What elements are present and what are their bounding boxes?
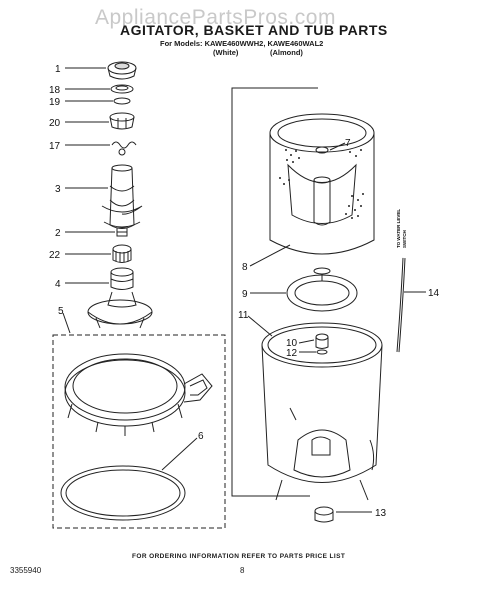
callout-7: 7 bbox=[345, 138, 351, 149]
tub-ring-part[interactable] bbox=[64, 353, 213, 436]
leader-6 bbox=[161, 437, 198, 471]
callout-2: 2 bbox=[55, 228, 61, 239]
callout-3: 3 bbox=[55, 184, 61, 195]
callout-4: 4 bbox=[55, 279, 61, 290]
callout-1: 1 bbox=[55, 64, 61, 75]
agitator-barrel-part[interactable] bbox=[101, 164, 143, 229]
side-note-line-2: SWITCH bbox=[402, 230, 407, 248]
drive-ring-part[interactable] bbox=[286, 267, 358, 312]
leader-5 bbox=[62, 312, 71, 334]
callout-labels: 1 18 19 20 17 3 2 22 4 5 6 7 8 9 11 10 1… bbox=[49, 64, 440, 519]
callout-22: 22 bbox=[49, 250, 61, 261]
callout-19: 19 bbox=[49, 97, 61, 108]
callout-8: 8 bbox=[242, 262, 248, 273]
part-17[interactable] bbox=[111, 141, 137, 156]
callout-17: 17 bbox=[49, 141, 61, 152]
dashed-assembly-box bbox=[52, 334, 226, 529]
agitator-cap-part[interactable] bbox=[107, 61, 137, 80]
part-13[interactable] bbox=[314, 506, 334, 523]
part-10-12[interactable] bbox=[315, 333, 329, 355]
callout-14: 14 bbox=[428, 288, 440, 299]
finish-white-label: (White) bbox=[213, 48, 239, 57]
assembly-connector-line bbox=[231, 87, 318, 497]
page-title: AGITATOR, BASKET AND TUB PARTS bbox=[120, 22, 388, 38]
gasket-ring-part[interactable] bbox=[60, 465, 186, 521]
leader-8 bbox=[249, 244, 291, 267]
callout-12: 12 bbox=[286, 348, 298, 359]
agitator-base-part[interactable] bbox=[87, 291, 153, 329]
callout-13: 13 bbox=[375, 508, 387, 519]
side-note-line-1: TO WATER LEVEL bbox=[396, 209, 401, 248]
wash-basket-part[interactable] bbox=[269, 113, 375, 255]
callout-20: 20 bbox=[49, 118, 61, 129]
callout-6: 6 bbox=[198, 431, 204, 442]
part-2[interactable] bbox=[116, 227, 128, 237]
part-18[interactable] bbox=[110, 84, 134, 94]
part-4[interactable] bbox=[110, 267, 134, 290]
callout-5: 5 bbox=[58, 306, 64, 317]
page-number: 8 bbox=[240, 566, 245, 575]
finish-almond-label: (Almond) bbox=[270, 48, 303, 57]
leader-10 bbox=[298, 339, 315, 344]
models-line: For Models: KAWE460WWH2, KAWE460WAL2 bbox=[160, 39, 324, 48]
leader-7 bbox=[329, 142, 346, 151]
callout-18: 18 bbox=[49, 85, 61, 96]
leader-11 bbox=[247, 315, 273, 337]
callout-11: 11 bbox=[238, 310, 249, 321]
ordering-note: FOR ORDERING INFORMATION REFER TO PARTS … bbox=[132, 553, 346, 560]
part-22[interactable] bbox=[112, 244, 132, 263]
part-19[interactable] bbox=[113, 97, 131, 105]
callout-9: 9 bbox=[242, 289, 248, 300]
watermark: AppliancePartsPros.com bbox=[95, 6, 336, 29]
pressure-hose-part[interactable] bbox=[396, 257, 406, 353]
water-level-note: TO WATER LEVEL SWITCH bbox=[396, 209, 407, 248]
callout-10: 10 bbox=[286, 338, 298, 349]
part-20[interactable] bbox=[109, 112, 135, 130]
document-number: 3355940 bbox=[10, 566, 42, 575]
outer-tub-part[interactable] bbox=[261, 322, 383, 501]
